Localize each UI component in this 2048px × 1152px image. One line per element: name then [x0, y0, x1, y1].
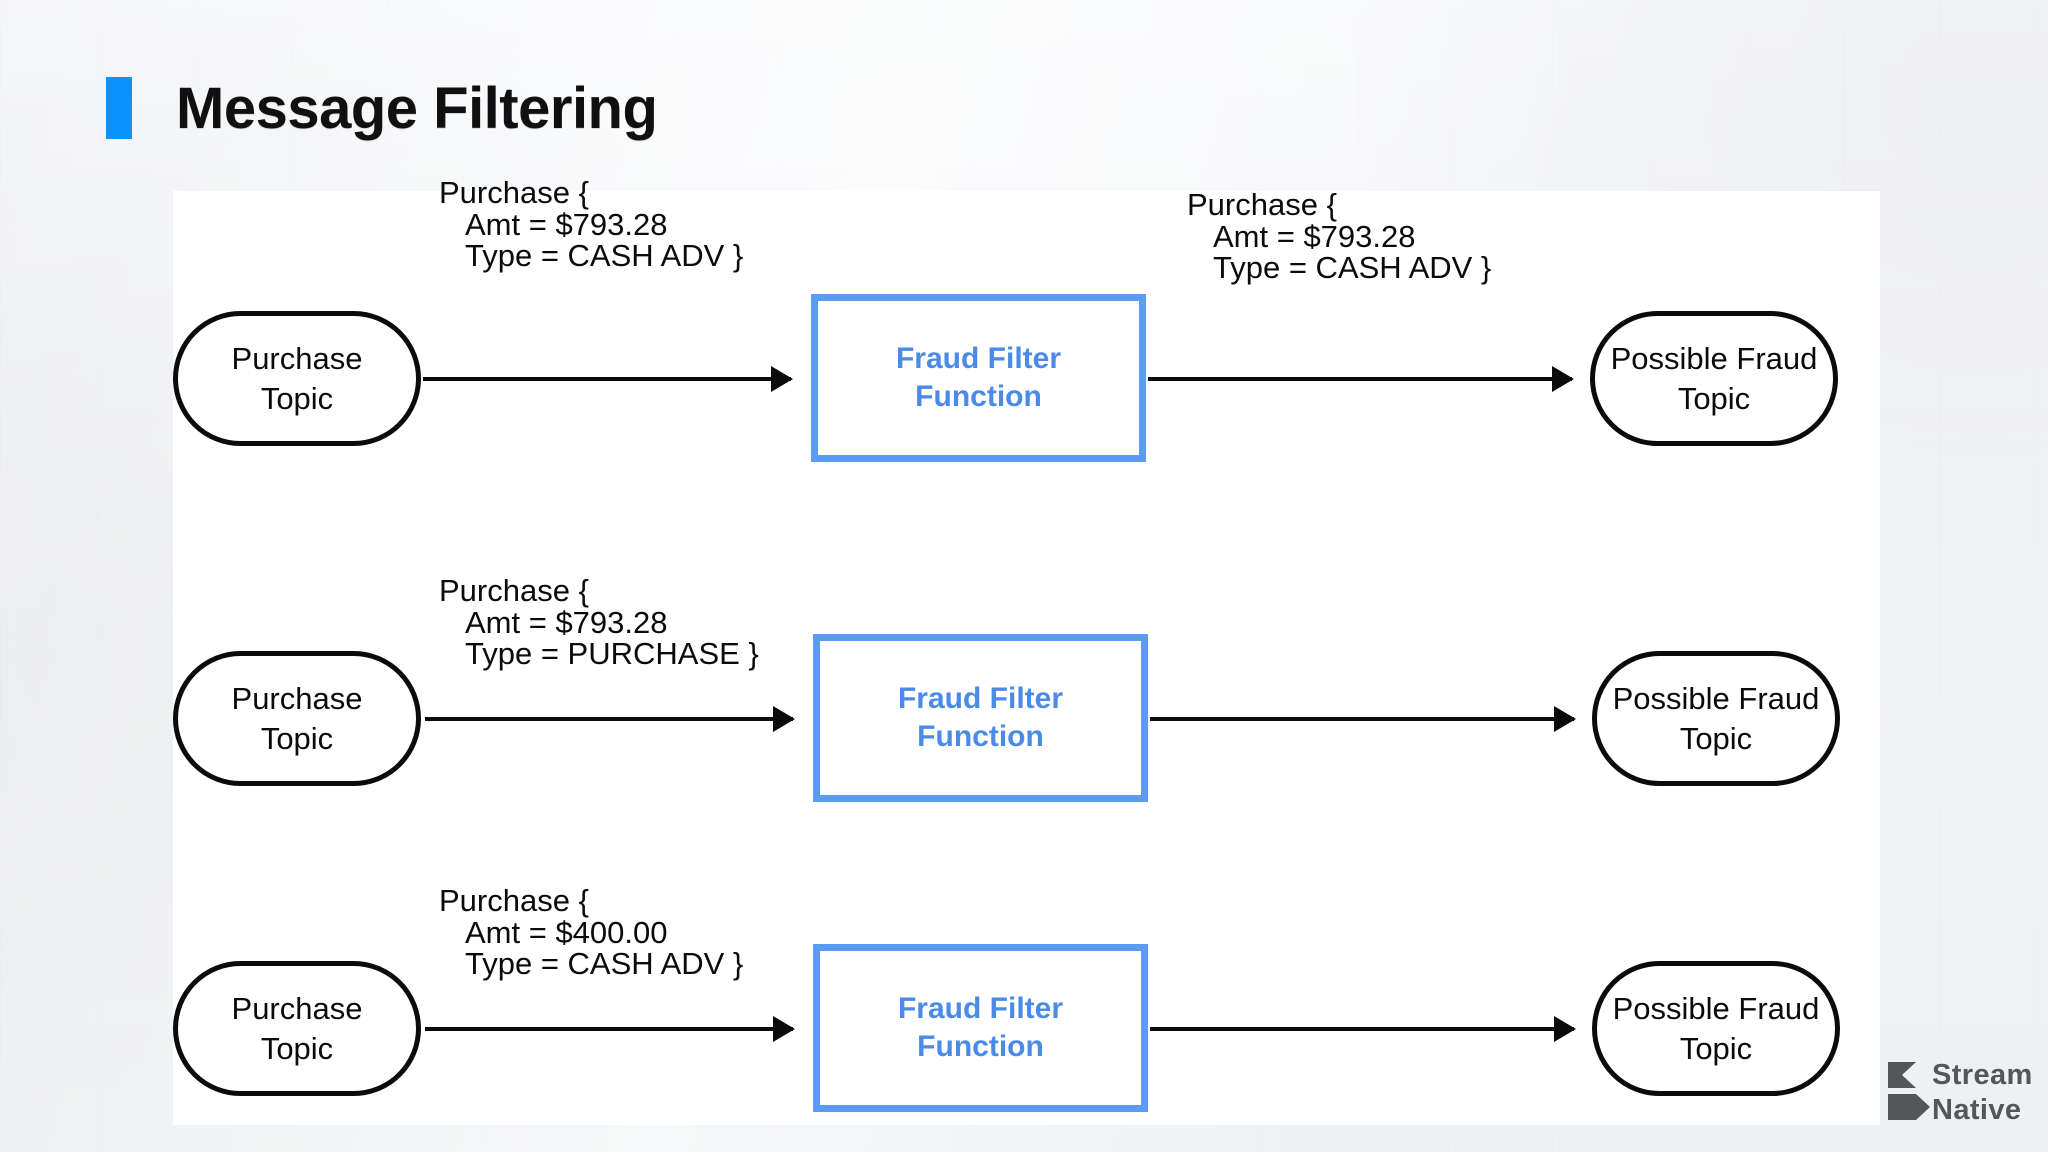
message-line-2: Amt = $793.28 [465, 604, 668, 640]
streamnative-logo-wordmark: Stream Native [1932, 1058, 2033, 1129]
function-label-line-1: Fraud Filter [895, 341, 1061, 375]
flow-row: Purchase { Amt = $793.28 Type = CASH ADV… [173, 177, 1880, 502]
message-line-2: Amt = $793.28 [465, 206, 668, 242]
topic-label-line-2: Topic [1679, 1030, 1753, 1066]
input-message-label: Purchase { Amt = $400.00 Type = CASH ADV… [439, 885, 743, 980]
topic-label-line-1: Purchase [231, 680, 363, 716]
output-arrow [1150, 1027, 1574, 1031]
flow-row: Purchase { Amt = $400.00 Type = CASH ADV… [173, 841, 1880, 1152]
sink-topic-node[interactable]: Possible Fraud Topic [1592, 961, 1840, 1096]
logo-line-2: Native [1932, 1094, 2022, 1127]
topic-label-line-2: Topic [260, 1030, 334, 1066]
input-arrow [423, 377, 791, 381]
function-label-line-2: Function [917, 1030, 1044, 1063]
message-line-2: Amt = $793.28 [1213, 218, 1416, 254]
input-arrow [425, 717, 793, 721]
topic-label-line-2: Topic [260, 380, 334, 416]
fraud-filter-function-node[interactable]: Fraud Filter Function [811, 294, 1146, 462]
message-line-2: Amt = $400.00 [465, 914, 668, 950]
function-label-line-2: Function [915, 380, 1042, 413]
topic-label-line-2: Topic [1677, 380, 1751, 416]
topic-label-line-2: Topic [260, 720, 334, 756]
logo-line-1: Stream [1932, 1059, 2033, 1091]
slide-title-row: Message Filtering [106, 72, 658, 144]
fraud-filter-function-node[interactable]: Fraud Filter Function [813, 634, 1148, 802]
diagram-panel: Purchase { Amt = $793.28 Type = CASH ADV… [173, 177, 1880, 1125]
topic-label-line-1: Purchase [231, 340, 363, 376]
source-topic-node[interactable]: Purchase Topic [173, 961, 421, 1096]
message-line-3: Type = PURCHASE } [465, 636, 759, 672]
streamnative-logo-mark-icon [1888, 1062, 1930, 1120]
topic-label-line-1: Possible Fraud [1612, 990, 1820, 1026]
topic-label-line-1: Possible Fraud [1612, 680, 1820, 716]
fraud-filter-function-node[interactable]: Fraud Filter Function [813, 944, 1148, 1112]
message-line-1: Purchase { [439, 573, 589, 608]
input-message-label: Purchase { Amt = $793.28 Type = CASH ADV… [439, 177, 743, 272]
streamnative-logo: Stream Native [1886, 1058, 2036, 1132]
function-label-line-1: Fraud Filter [897, 991, 1063, 1025]
message-line-1: Purchase { [439, 883, 589, 918]
input-arrow [425, 1027, 793, 1031]
source-topic-node[interactable]: Purchase Topic [173, 651, 421, 786]
message-line-3: Type = CASH ADV } [465, 946, 744, 982]
output-arrow [1150, 717, 1574, 721]
input-message-label: Purchase { Amt = $793.28 Type = PURCHASE… [439, 575, 759, 670]
message-line-1: Purchase { [439, 175, 589, 210]
message-line-1: Purchase { [1187, 187, 1337, 222]
sink-topic-node[interactable]: Possible Fraud Topic [1590, 311, 1838, 446]
page-title: Message Filtering [176, 75, 658, 141]
message-line-3: Type = CASH ADV } [465, 238, 744, 274]
topic-label-line-2: Topic [1679, 720, 1753, 756]
output-arrow [1148, 377, 1572, 381]
message-line-3: Type = CASH ADV } [1213, 250, 1492, 286]
title-accent-bar [106, 77, 132, 139]
output-message-label: Purchase { Amt = $793.28 Type = CASH ADV… [1187, 189, 1491, 284]
function-label-line-1: Fraud Filter [897, 681, 1063, 715]
sink-topic-node[interactable]: Possible Fraud Topic [1592, 651, 1840, 786]
source-topic-node[interactable]: Purchase Topic [173, 311, 421, 446]
function-label-line-2: Function [917, 720, 1044, 753]
topic-label-line-1: Purchase [231, 990, 363, 1026]
flow-row: Purchase { Amt = $793.28 Type = PURCHASE… [173, 531, 1880, 842]
topic-label-line-1: Possible Fraud [1610, 340, 1818, 376]
